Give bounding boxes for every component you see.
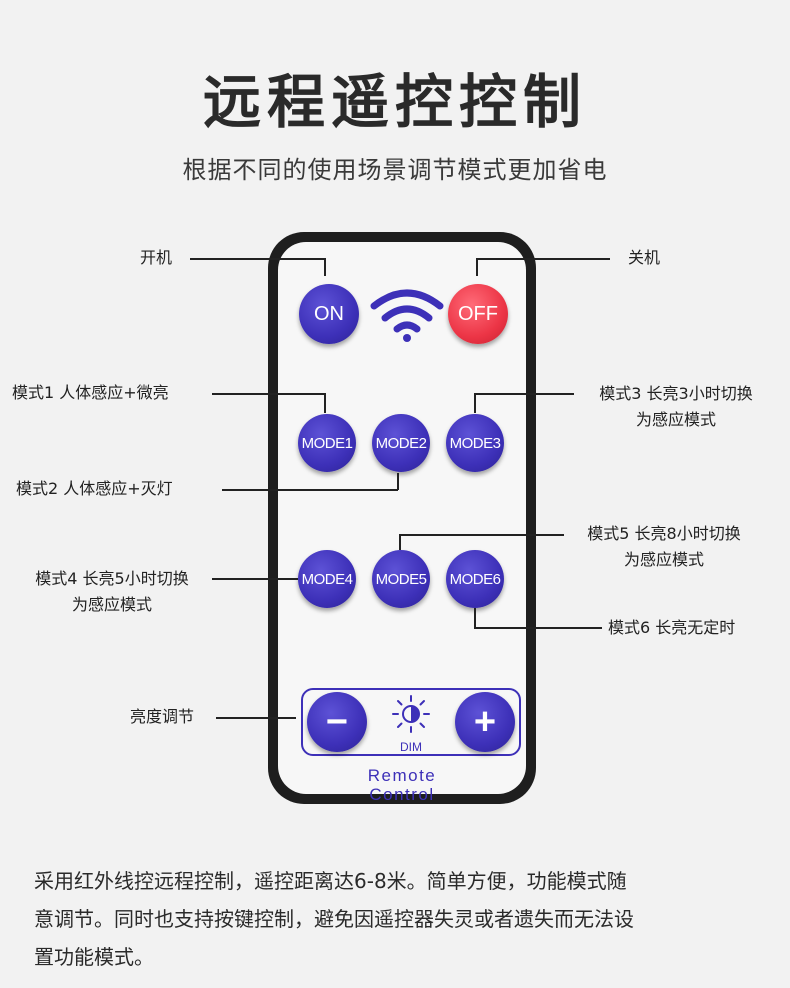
brand-line-2: Control <box>369 785 435 804</box>
callout-line-mode5 <box>399 534 564 536</box>
description-line-2: 意调节。同时也支持按键控制，避免因遥控器失灵或者遗失而无法设 <box>34 907 634 931</box>
callout-line-on-v <box>324 258 326 276</box>
description-line-1: 采用红外线控远程控制，遥控距离达6-8米。简单方便，功能模式随 <box>34 869 627 893</box>
callout-line-mode6-v <box>474 608 476 628</box>
callout-line-on <box>190 258 325 260</box>
callout-off: 关机 <box>628 248 661 267</box>
callout-on: 开机 <box>140 248 173 267</box>
callout-mode4: 模式4 长亮5小时切换 为感应模式 <box>14 566 210 618</box>
callout-line-mode4 <box>212 578 298 580</box>
callout-mode1: 模式1 人体感应+微亮 <box>12 383 169 402</box>
callout-mode5: 模式5 长亮8小时切换 为感应模式 <box>566 521 762 573</box>
brand-line-1: Remote <box>367 766 437 785</box>
brightness-panel: − DIM + <box>301 688 521 756</box>
brightness-sun-icon <box>392 695 430 733</box>
callout-line-mode1-v <box>324 393 326 413</box>
callout-mode3-line2: 为感应模式 <box>635 410 716 429</box>
callout-brightness: 亮度调节 <box>130 707 195 726</box>
callout-mode3: 模式3 长亮3小时切换 为感应模式 <box>578 381 774 433</box>
on-button[interactable]: ON <box>299 284 359 344</box>
brightness-up-button[interactable]: + <box>455 692 515 752</box>
description-paragraph: 采用红外线控远程控制，遥控距离达6-8米。简单方便，功能模式随 意调节。同时也支… <box>34 862 764 976</box>
callout-line-mode3-v <box>474 393 476 413</box>
callout-line-mode5-v <box>399 534 401 550</box>
callout-line-brightness <box>216 717 296 719</box>
callout-line-mode2 <box>222 489 398 491</box>
brightness-down-button[interactable]: − <box>307 692 367 752</box>
off-button[interactable]: OFF <box>448 284 508 344</box>
mode4-button[interactable]: MODE4 <box>298 550 356 608</box>
callout-line-mode6 <box>474 627 602 629</box>
callout-mode2: 模式2 人体感应+灭灯 <box>16 479 173 498</box>
remote-face: ON OFF MODE1 MODE2 MODE3 MODE4 MODE5 MOD… <box>278 242 526 804</box>
wifi-signal-icon <box>370 289 444 342</box>
mode3-button[interactable]: MODE3 <box>446 414 504 472</box>
callout-mode4-line2: 为感应模式 <box>71 595 152 614</box>
remote-control: ON OFF MODE1 MODE2 MODE3 MODE4 MODE5 MOD… <box>268 232 536 804</box>
callout-line-off <box>476 258 610 260</box>
callout-mode5-line1: 模式5 长亮8小时切换 <box>587 524 741 543</box>
callout-mode5-line2: 为感应模式 <box>623 550 704 569</box>
callout-mode6: 模式6 长亮无定时 <box>608 618 736 637</box>
callout-line-off-v <box>476 258 478 276</box>
page-title: 远程遥控控制 <box>202 68 587 136</box>
mode1-button[interactable]: MODE1 <box>298 414 356 472</box>
mode2-button[interactable]: MODE2 <box>372 414 430 472</box>
callout-mode3-line1: 模式3 长亮3小时切换 <box>599 384 753 403</box>
dim-label: DIM <box>400 740 422 754</box>
mode5-button[interactable]: MODE5 <box>372 550 430 608</box>
mode6-button[interactable]: MODE6 <box>446 550 504 608</box>
description-line-3: 置功能模式。 <box>34 945 154 969</box>
callout-line-mode1 <box>212 393 325 395</box>
callout-line-mode3 <box>474 393 574 395</box>
page-subtitle: 根据不同的使用场景调节模式更加省电 <box>182 156 608 184</box>
callout-mode4-line1: 模式4 长亮5小时切换 <box>35 569 189 588</box>
callout-line-mode2-v <box>397 473 399 490</box>
